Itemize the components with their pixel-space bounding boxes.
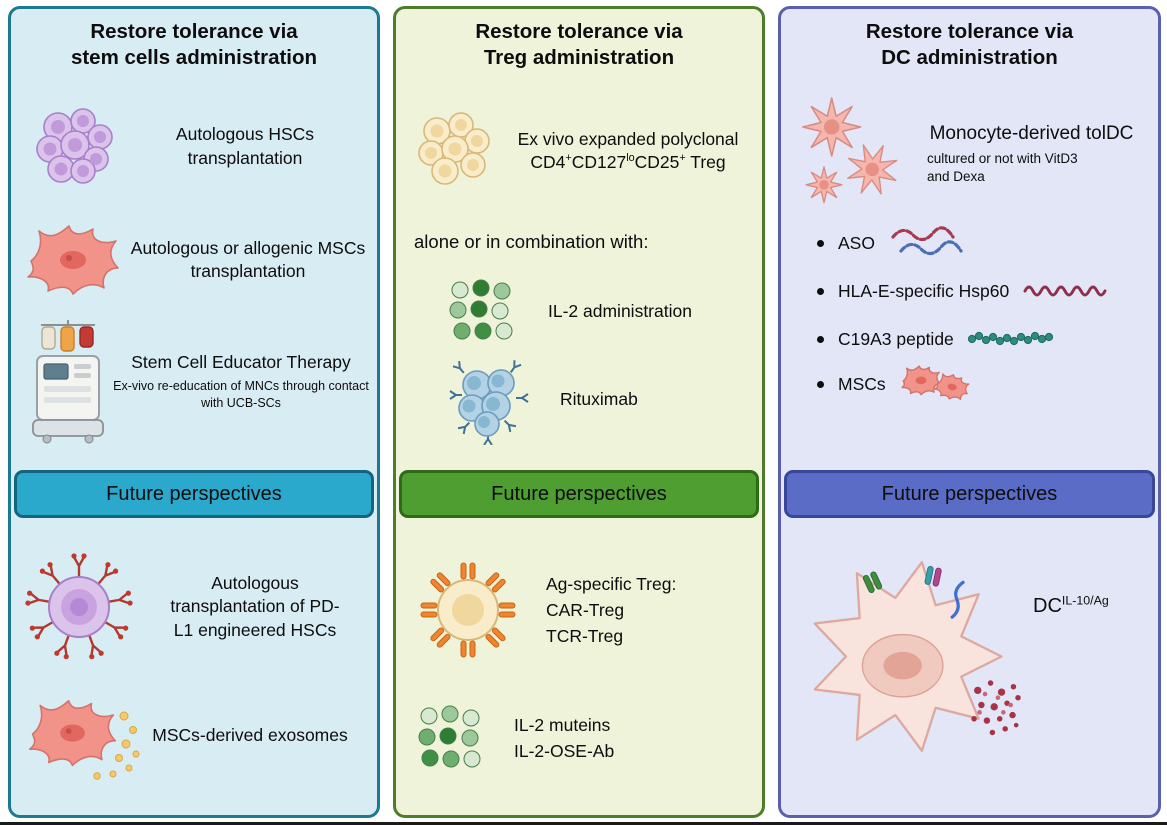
banner-label: Future perspectives <box>881 482 1058 505</box>
item-sublabel: cultured or not with VitD3 and Dexa <box>927 150 1078 184</box>
item-msc-transplantation: Autologous or allogenic MSCs transplanta… <box>19 214 369 306</box>
item-label: MSCs-derived exosomes <box>152 725 348 746</box>
bullet-mscs: MSCs <box>817 364 976 404</box>
item-line: TCR-Treg <box>546 626 624 647</box>
bullet-dot-icon <box>817 335 824 343</box>
title-line1: Restore tolerance via <box>475 20 683 43</box>
item-sublabel: Ex-vivo re-education of MNCs through con… <box>113 379 369 410</box>
stem-cell-educator-machine-icon <box>23 318 113 444</box>
future-perspectives-banner: Future perspectives <box>784 470 1155 518</box>
hsp60-strand-icon <box>1021 281 1113 301</box>
item-text-block: Stem Cell Educator Therapy Ex-vivo re-ed… <box>113 351 369 411</box>
item-il2-muteins: IL-2 muteins IL-2-OSE-Ab <box>410 689 614 787</box>
treg-cluster-icon <box>406 107 500 195</box>
future-perspectives-banner: Future perspectives <box>399 470 759 518</box>
banner-label: Future perspectives <box>106 482 282 505</box>
title-line1: Restore tolerance via <box>865 20 1074 43</box>
panel-treg: Restore tolerance via Treg administratio… <box>393 6 765 818</box>
item-stem-cell-educator: Stem Cell Educator Therapy Ex-vivo re-ed… <box>23 307 369 455</box>
bullet-label: ASO <box>838 232 875 253</box>
item-label: Ex vivo expanded polyclonal CD4+CD127loC… <box>500 128 756 174</box>
title-line2: stem cells administration <box>70 46 318 70</box>
panel-title-stem-cells: Restore tolerance via stem cells adminis… <box>11 19 377 71</box>
treg-label-treg: Treg <box>685 152 726 172</box>
ag-specific-treg-icon <box>404 551 532 669</box>
item-label: Stem Cell Educator Therapy <box>131 352 351 373</box>
treg-label-line1: Ex vivo expanded polyclonal <box>517 128 739 149</box>
item-text-block: Monocyte-derived tolDC cultured or not w… <box>911 121 1152 185</box>
bullet-label: MSCs <box>838 373 886 394</box>
bullet-aso: ASO <box>817 223 971 263</box>
panel-stem-cells: Restore tolerance via stem cells adminis… <box>8 6 380 818</box>
dc-label-sup: IL-10/Ag <box>1061 593 1109 608</box>
item-pdl1-hscs: Autologous transplantation of PD-L1 engi… <box>17 537 369 677</box>
treg-sup-plus1: + <box>565 152 572 165</box>
title-line2: Treg administration <box>483 46 675 70</box>
mscs-small-cells-icon <box>898 361 976 407</box>
title-line1: Restore tolerance via <box>90 20 298 43</box>
treg-sup-plus2: + <box>679 152 686 165</box>
item-text-block: IL-2 muteins IL-2-OSE-Ab <box>514 712 614 765</box>
treg-label-cd25: CD25 <box>634 152 680 172</box>
pdl1-hsc-icon <box>17 548 141 666</box>
item-line: IL-2 muteins <box>514 714 611 735</box>
item-label: Autologous HSCs transplantation <box>175 124 315 168</box>
item-expanded-treg: Ex vivo expanded polyclonal CD4+CD127loC… <box>406 97 756 205</box>
aso-strands-icon <box>887 223 971 263</box>
item-line: Ag-specific Treg: <box>546 573 677 594</box>
item-rituximab: Rituximab <box>436 351 638 447</box>
item-label: Monocyte-derived tolDC <box>929 122 1134 144</box>
item-toldc: Monocyte-derived tolDC cultured or not w… <box>791 93 1152 213</box>
dc-il10-ag-cell-icon <box>791 551 1029 762</box>
item-label: Autologous or allogenic MSCs transplanta… <box>130 237 366 281</box>
c19a3-beads-icon <box>966 326 1054 352</box>
il2-dots-icon <box>444 279 524 343</box>
combination-text: alone or in combination with: <box>414 231 649 252</box>
item-text-block: Ag-specific Treg: CAR-Treg TCR-Treg <box>546 571 676 650</box>
bullet-c19a3: C19A3 peptide <box>817 319 1054 359</box>
toldc-cells-icon <box>791 94 911 212</box>
il2-muteins-dots-icon <box>410 704 496 772</box>
banner-label: Future perspectives <box>491 482 667 505</box>
item-line: CAR-Treg <box>546 599 625 620</box>
bullet-hsp60: HLA-E-specific Hsp60 <box>817 271 1113 311</box>
dc-label-base: DC <box>1033 595 1062 617</box>
item-label: Rituximab <box>560 388 638 409</box>
bullet-label: HLA-E-specific Hsp60 <box>838 280 1010 301</box>
hsc-cluster-icon <box>25 103 123 191</box>
title-line2: DC administration <box>881 46 1058 70</box>
item-il2-administration: IL-2 administration <box>444 275 692 347</box>
panel-title-treg: Restore tolerance via Treg administratio… <box>396 19 762 71</box>
treg-label-cd127: CD127 <box>571 152 627 172</box>
treg-sup-lo: lo <box>626 152 635 165</box>
bottom-rule <box>0 822 1167 825</box>
bullet-dot-icon <box>817 287 824 295</box>
item-ag-specific-treg: Ag-specific Treg: CAR-Treg TCR-Treg <box>404 541 756 679</box>
panel-title-dc: Restore tolerance via DC administration <box>781 19 1158 71</box>
treg-label-cd4: CD4 <box>530 152 566 172</box>
panel-dc: Restore tolerance via DC administration <box>778 6 1161 818</box>
item-hsc-transplantation: Autologous HSCs transplantation <box>25 99 367 194</box>
item-label: IL-2 administration <box>548 300 692 321</box>
future-perspectives-banner: Future perspectives <box>14 470 374 518</box>
dc-il10-ag-label: DCIL-10/Ag <box>1033 593 1109 618</box>
item-msc-exosomes: MSCs-derived exosomes <box>19 677 369 795</box>
rituximab-cells-icon <box>436 353 538 445</box>
msc-cell-icon <box>19 221 127 299</box>
bullet-dot-icon <box>817 239 824 247</box>
item-line: IL-2-OSE-Ab <box>514 741 615 761</box>
bullet-label: C19A3 peptide <box>838 328 954 349</box>
item-label: Autologous transplantation of PD-L1 engi… <box>170 573 340 640</box>
bullet-dot-icon <box>817 380 824 388</box>
msc-exosomes-icon <box>19 690 149 782</box>
